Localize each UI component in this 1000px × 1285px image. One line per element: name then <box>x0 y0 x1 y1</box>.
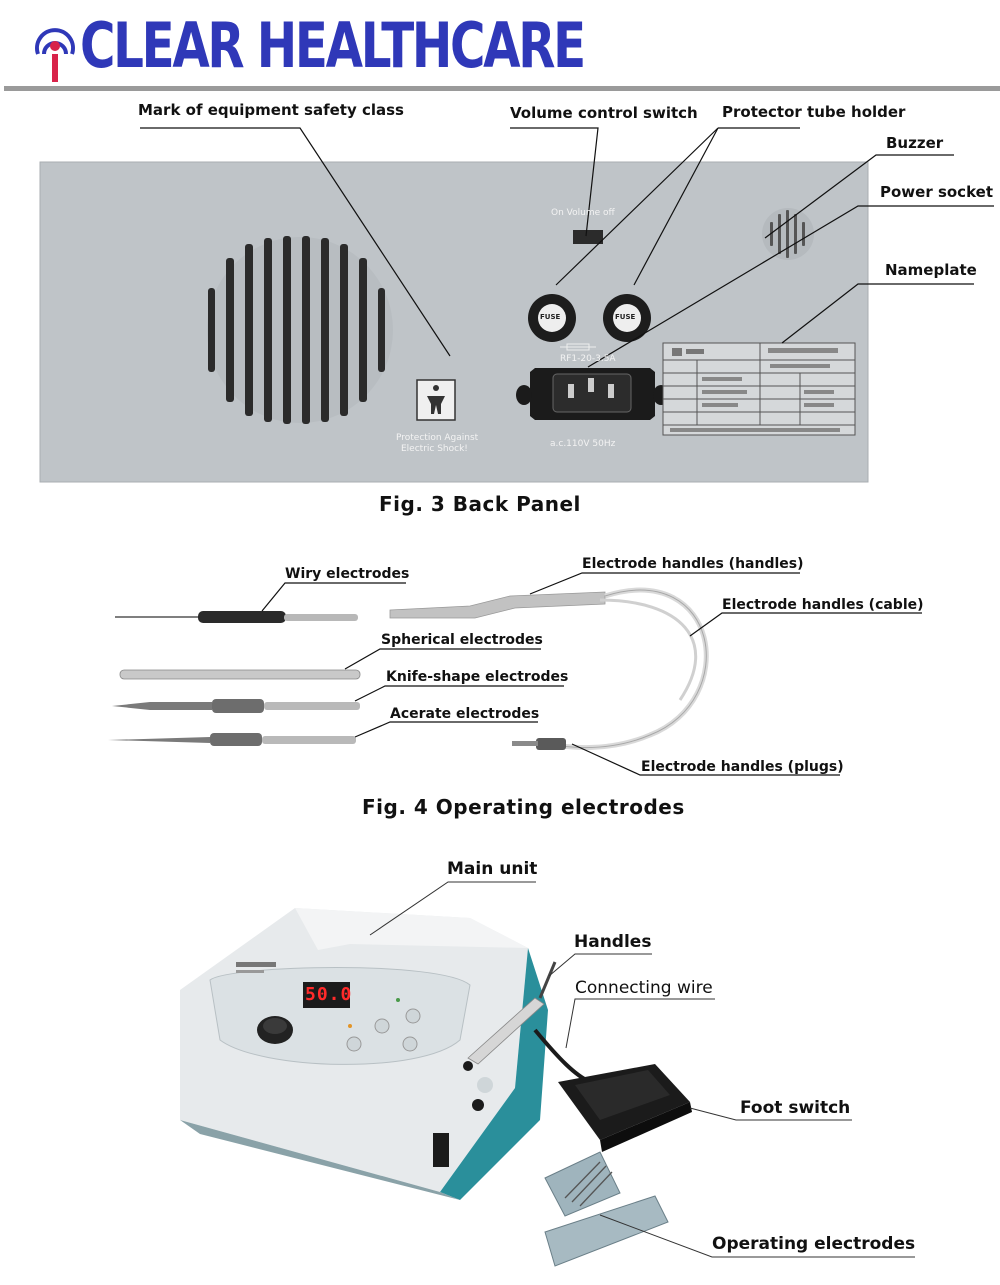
header: CLEAR HEALTHCARE <box>0 0 1000 95</box>
volume-switch-label: On Volume off <box>551 208 615 218</box>
main-unit <box>180 908 548 1200</box>
safety-class-icon <box>416 379 456 421</box>
label-buzzer: Buzzer <box>886 134 944 152</box>
voltage-label: a.c.110V 50Hz <box>550 439 616 449</box>
fig4-leader-lines <box>261 572 922 776</box>
label-protector-tube: Protector tube holder <box>722 103 906 121</box>
shock-label: Electric Shock! <box>401 444 468 454</box>
label-operating-electrodes: Operating electrodes <box>712 1234 916 1254</box>
fig3-leader-lines <box>140 127 994 368</box>
led-display: 50.0 <box>305 984 353 1005</box>
speaker-grille <box>207 236 393 424</box>
power-socket <box>516 368 669 420</box>
wiry-electrode <box>115 611 358 623</box>
label-main-unit: Main unit <box>447 859 538 879</box>
handle-piece <box>467 961 557 1065</box>
protection-label: Protection Against <box>396 433 479 443</box>
label-power-socket: Power socket <box>880 183 993 201</box>
volume-switch <box>573 230 603 244</box>
foot-switch <box>558 1064 692 1152</box>
label-connecting-wire: Connecting wire <box>575 978 713 998</box>
fuse-holder-right <box>603 294 651 342</box>
label-acerate-electrodes: Acerate electrodes <box>390 706 540 722</box>
spherical-electrode <box>119 669 361 680</box>
buzzer-grille <box>762 208 814 260</box>
electrode-handle <box>389 587 709 750</box>
label-nameplate: Nameplate <box>885 261 977 279</box>
label-volume-switch: Volume control switch <box>510 104 698 122</box>
label-handles: Handles <box>574 932 652 952</box>
knife-electrode <box>112 699 360 713</box>
label-knife-electrodes: Knife-shape electrodes <box>386 669 569 685</box>
label-wiry-electrodes: Wiry electrodes <box>285 566 410 582</box>
back-panel <box>39 127 994 483</box>
system-figure <box>180 881 915 1267</box>
header-divider <box>4 86 1000 91</box>
label-safety-class: Mark of equipment safety class <box>138 101 404 119</box>
fig5-leader-lines <box>369 881 915 1258</box>
electrode-kit <box>544 1151 669 1267</box>
fig4-caption: Fig. 4 Operating electrodes <box>362 795 685 819</box>
label-electrode-plugs: Electrode handles (plugs) <box>641 759 844 775</box>
electrodes-figure <box>108 572 922 776</box>
fig3-caption: Fig. 3 Back Panel <box>379 492 581 516</box>
acerate-electrode <box>108 733 356 746</box>
fuse-cap-label-right: FUSE <box>615 313 636 321</box>
brand-name: CLEAR HEALTHCARE <box>80 9 586 82</box>
fuse-holder-left <box>528 294 576 342</box>
label-electrode-handles: Electrode handles (handles) <box>582 556 804 572</box>
fuse-cap-label-left: FUSE <box>540 313 561 321</box>
label-electrode-cable: Electrode handles (cable) <box>722 597 924 613</box>
fuse-rating-label: RF1-20-3.5A <box>560 354 616 364</box>
nameplate <box>662 342 856 436</box>
brand-logo-icon <box>35 28 75 82</box>
label-spherical-electrodes: Spherical electrodes <box>381 632 543 648</box>
label-foot-switch: Foot switch <box>740 1098 851 1118</box>
